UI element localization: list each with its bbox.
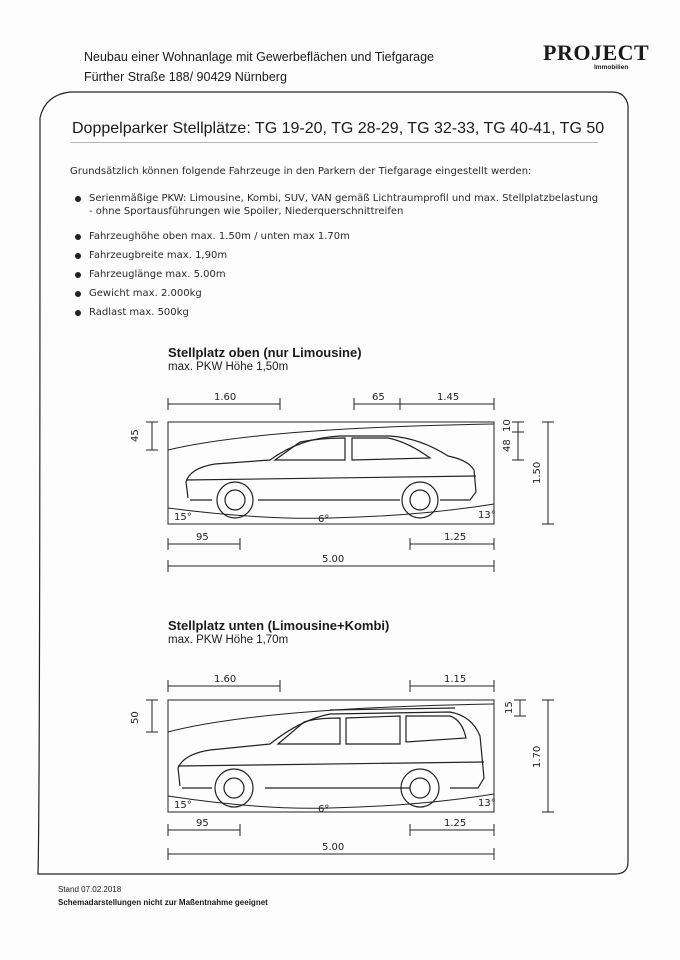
angle-left: 15° bbox=[174, 512, 192, 523]
dim-mid-top: 65 bbox=[372, 392, 385, 403]
bullet-icon bbox=[75, 196, 81, 202]
dimension-labels-top: 1.60 65 1.45 45 10 48 1.50 15° 6° 13° 95… bbox=[130, 392, 543, 565]
footer-note: Schemadarstellungen nicht zur Maßentnahm… bbox=[58, 898, 268, 907]
sedan-car-drawing bbox=[185, 435, 477, 519]
bullet-icon bbox=[75, 234, 81, 240]
angle-right: 13° bbox=[478, 510, 496, 521]
bullet-icon bbox=[75, 272, 81, 278]
page-title: Doppelparker Stellplätze: TG 19-20, TG 2… bbox=[72, 120, 605, 137]
dim-right-b: 48 bbox=[502, 439, 513, 452]
list-item: Fahrzeughöhe oben max. 1.50m / unten max… bbox=[75, 230, 598, 249]
list-item: Fahrzeuglänge max. 5.00m bbox=[75, 268, 598, 287]
parking-diagram-bottom: 1.60 1.15 50 15 1.70 15° 6° 13° 95 1.25 … bbox=[130, 674, 554, 860]
dim-left-height: 50 bbox=[130, 711, 141, 724]
requirements-list: Serienmäßige PKW: Limousine, Kombi, SUV,… bbox=[75, 192, 598, 325]
dim-right-top: 1.45 bbox=[437, 392, 459, 403]
parking-diagram-top: 1.60 65 1.45 45 10 48 1.50 15° 6° 13° 95… bbox=[130, 392, 554, 572]
section-bottom-subtitle: max. PKW Höhe 1,70m bbox=[168, 634, 289, 646]
angle-mid: 6° bbox=[318, 804, 329, 815]
footer-date: Stand 07.02.2018 bbox=[58, 885, 122, 894]
dim-bottom-left: 95 bbox=[196, 532, 209, 543]
project-address: Fürther Straße 188/ 90429 Nürnberg bbox=[84, 70, 287, 84]
bullet-icon bbox=[75, 291, 81, 297]
dim-right-top: 1.15 bbox=[444, 674, 466, 685]
intro-text: Grundsätzlich können folgende Fahrzeuge … bbox=[70, 166, 532, 177]
section-bottom-title: Stellplatz unten (Limousine+Kombi) bbox=[168, 618, 390, 633]
project-logo-sub: Immobilien bbox=[594, 64, 629, 71]
list-item: Fahrzeugbreite max. 1,90m bbox=[75, 249, 598, 268]
dim-bottom-right: 1.25 bbox=[444, 532, 466, 543]
section-top-subtitle: max. PKW Höhe 1,50m bbox=[168, 361, 289, 373]
dim-right-a: 15 bbox=[504, 701, 515, 714]
dimension-labels-bottom: 1.60 1.15 50 15 1.70 15° 6° 13° 95 1.25 … bbox=[130, 674, 543, 853]
bullet-icon bbox=[75, 253, 81, 259]
list-item: Gewicht max. 2.000kg bbox=[75, 287, 598, 306]
list-item: Radlast max. 500kg bbox=[75, 306, 598, 325]
list-item: Serienmäßige PKW: Limousine, Kombi, SUV,… bbox=[75, 192, 598, 230]
dim-left-top: 1.60 bbox=[214, 392, 236, 403]
dim-left-top: 1.60 bbox=[214, 674, 236, 685]
dim-bottom-left: 95 bbox=[196, 818, 209, 829]
title-underline bbox=[70, 142, 598, 143]
dim-total: 5.00 bbox=[322, 842, 344, 853]
section-top-title: Stellplatz oben (nur Limousine) bbox=[168, 345, 362, 360]
dim-right-total: 1.70 bbox=[532, 746, 543, 768]
angle-right: 13° bbox=[478, 798, 496, 809]
dim-bottom-right: 1.25 bbox=[444, 818, 466, 829]
dim-total: 5.00 bbox=[322, 554, 344, 565]
dim-right-a: 10 bbox=[502, 419, 513, 432]
estate-car-drawing bbox=[177, 707, 485, 808]
project-logo: PROJECT bbox=[543, 40, 650, 65]
angle-mid: 6° bbox=[318, 514, 329, 525]
dim-right-total: 1.50 bbox=[532, 462, 543, 484]
dim-left-height: 45 bbox=[130, 429, 141, 442]
project-title: Neubau einer Wohnanlage mit Gewerbefläch… bbox=[84, 50, 434, 64]
angle-left: 15° bbox=[174, 800, 192, 811]
bullet-icon bbox=[75, 310, 81, 316]
